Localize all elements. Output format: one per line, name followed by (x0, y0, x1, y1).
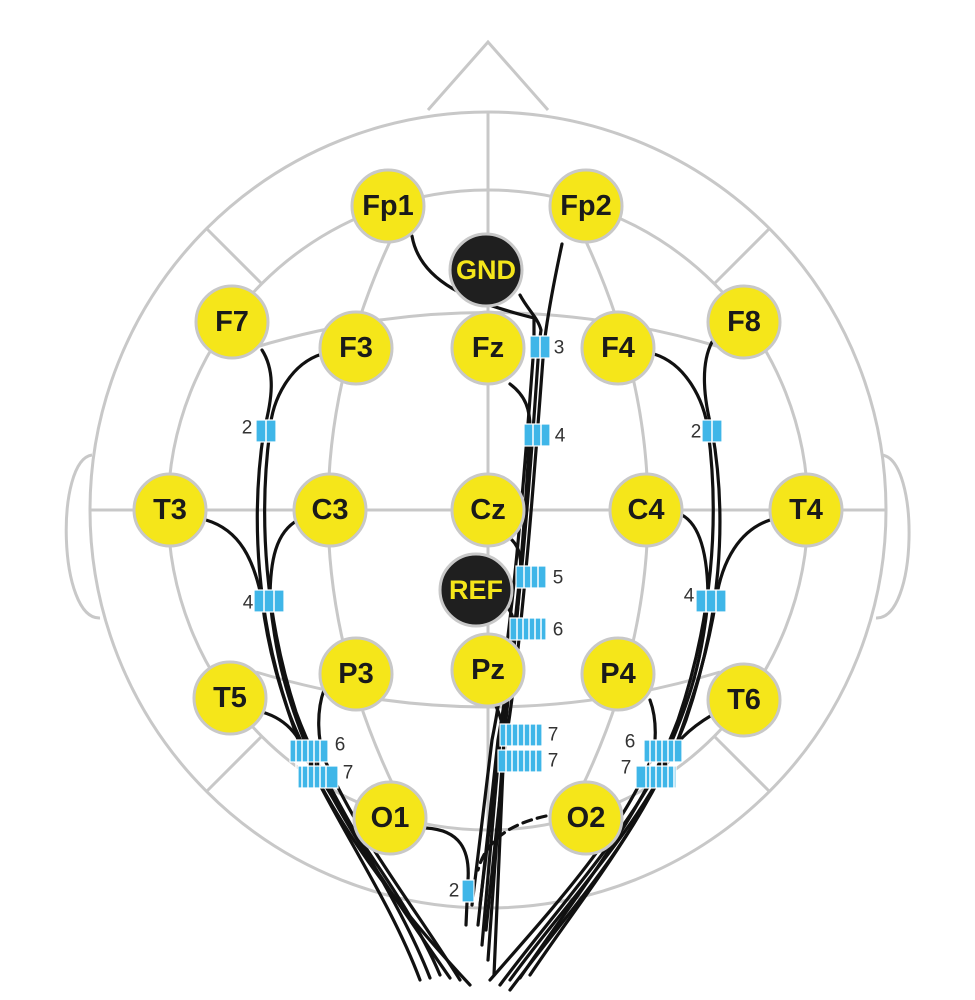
electrode-fz[interactable]: Fz (450, 310, 526, 386)
electrode-f8[interactable]: F8 (706, 284, 782, 360)
band-sep-center (505, 336, 542, 772)
band-left-4 (253, 589, 285, 613)
electrode-label: Fp1 (362, 190, 414, 222)
band-center-7a (499, 723, 543, 747)
band-center-7b (497, 749, 543, 773)
electrode-label: O2 (567, 802, 606, 834)
electrode-label: Fz (472, 332, 504, 364)
electrode-label: F8 (727, 306, 761, 338)
electrode-t5[interactable]: T5 (192, 660, 268, 736)
bundle-count-labels: 3 4 5 6 7 7 2 4 6 7 2 2 4 6 7 (242, 338, 702, 902)
electrode-pz[interactable]: Pz (450, 632, 526, 708)
band-right-4 (695, 589, 727, 613)
band-sep-right (645, 420, 717, 788)
wire-o1 (424, 826, 470, 927)
bundle-label-right-2: 2 (691, 422, 702, 443)
band-center-4 (523, 423, 551, 447)
left-ear-outline (64, 453, 101, 620)
electrode-label: T4 (789, 494, 823, 526)
bundle-label-right-4: 4 (684, 586, 695, 607)
electrode-label: F7 (215, 306, 249, 338)
band-left-7 (297, 765, 339, 789)
wire-p3 (317, 688, 462, 982)
electrode-fp2[interactable]: Fp2 (548, 168, 624, 244)
electrode-f3[interactable]: F3 (318, 310, 394, 386)
electrode-c4[interactable]: C4 (608, 472, 684, 548)
electrode-ref[interactable]: REF (438, 552, 514, 628)
band-o1-2 (461, 879, 475, 903)
electrode-o1[interactable]: O1 (352, 780, 428, 856)
bundle-label-right-7: 7 (621, 758, 632, 779)
wire-t3 (204, 518, 422, 982)
electrode-f7[interactable]: F7 (194, 284, 270, 360)
electrode-t6[interactable]: T6 (706, 662, 782, 738)
band-center-6 (509, 617, 547, 641)
wire-p4 (488, 698, 657, 982)
electrode-cz[interactable]: Cz (450, 472, 526, 548)
right-ear-outline (875, 453, 911, 620)
bundle-label-left-7: 7 (343, 763, 354, 784)
electrode-label: F3 (339, 332, 373, 364)
bundle-label-left-6: 6 (335, 735, 346, 756)
wire-t4 (508, 518, 772, 982)
bundle-label-center-7a: 7 (548, 725, 559, 746)
bundle-label-center-5: 5 (553, 568, 564, 589)
wire-t6 (508, 713, 714, 992)
electrode-c3[interactable]: C3 (292, 472, 368, 548)
bundle-label-o1-2: 2 (449, 881, 460, 902)
bundle-label-center-4: 4 (555, 426, 566, 447)
electrode-label: REF (449, 575, 503, 605)
electrode-gnd[interactable]: GND (448, 232, 524, 308)
electrode-label: F4 (601, 332, 635, 364)
electrode-t4[interactable]: T4 (768, 472, 844, 548)
wire-c4 (498, 513, 710, 987)
diagonal-line-1 (204, 226, 264, 286)
diagonal-line-4 (712, 734, 772, 794)
band-sep-left (263, 420, 327, 788)
wire-o2 (476, 814, 548, 872)
diagonal-line-3 (204, 734, 264, 794)
electrode-label: P3 (338, 658, 373, 690)
electrode-label: C4 (627, 494, 664, 526)
electrodes: Fp1 Fp2 GND F7 F3 Fz F4 F8 T3 C3 Cz C4 T… (132, 168, 844, 856)
nose-outline (426, 39, 550, 111)
electrode-label: Cz (470, 494, 505, 526)
bundle-label-right-6: 6 (625, 732, 636, 753)
wire-cz (480, 538, 523, 947)
electrode-label: T6 (727, 684, 761, 716)
band-left-6 (289, 739, 329, 763)
bundle-label-left-4: 4 (243, 593, 254, 614)
bundle-label-center-7b: 7 (548, 751, 559, 772)
electrode-label: O1 (371, 802, 410, 834)
bundle-label-center-6: 6 (553, 620, 564, 641)
electrode-p3[interactable]: P3 (318, 636, 394, 712)
electrode-label: Pz (471, 654, 505, 686)
electrode-fp1[interactable]: Fp1 (350, 168, 426, 244)
electrode-label: T3 (153, 494, 187, 526)
diagonal-line-2 (712, 226, 772, 286)
bundle-label-center-3: 3 (554, 338, 565, 359)
electrode-o2[interactable]: O2 (548, 780, 624, 856)
electrode-label: GND (456, 255, 516, 285)
bundle-label-left-2: 2 (242, 418, 253, 439)
electrode-f4[interactable]: F4 (580, 310, 656, 386)
band-separators (263, 336, 717, 788)
electrode-label: Fp2 (560, 190, 612, 222)
electrode-p4[interactable]: P4 (580, 636, 656, 712)
electrode-label: P4 (600, 658, 635, 690)
electrode-label: T5 (213, 682, 247, 714)
electrode-label: C3 (311, 494, 348, 526)
electrode-t3[interactable]: T3 (132, 472, 208, 548)
wire-t5 (260, 710, 472, 987)
band-right-6 (643, 739, 683, 763)
